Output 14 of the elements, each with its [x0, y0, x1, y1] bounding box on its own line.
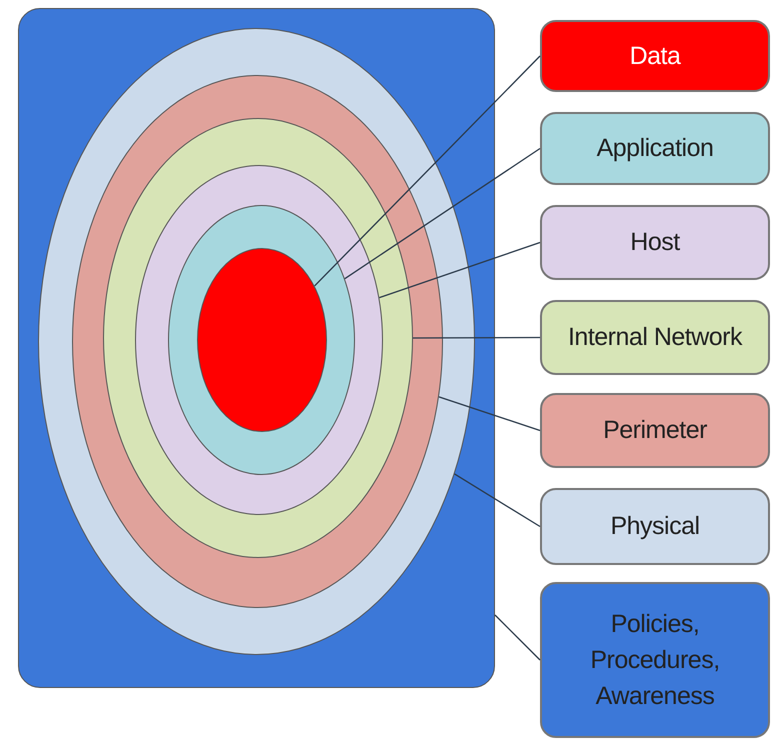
- leader-line: [454, 473, 540, 528]
- leader-line: [344, 148, 540, 280]
- leader-line: [438, 396, 540, 432]
- layer-label: Internal Network: [540, 300, 770, 375]
- background-square: [18, 8, 495, 688]
- layer-label: Application: [540, 112, 770, 185]
- leader-line: [379, 242, 540, 298]
- layer-label: Host: [540, 205, 770, 280]
- leader-line: [413, 336, 540, 339]
- layer-label: Perimeter: [540, 393, 770, 468]
- leader-line: [494, 614, 540, 660]
- layer-label: Data: [540, 20, 770, 92]
- layer-label: Policies, Procedures, Awareness: [540, 582, 770, 738]
- layer-label: Physical: [540, 488, 770, 565]
